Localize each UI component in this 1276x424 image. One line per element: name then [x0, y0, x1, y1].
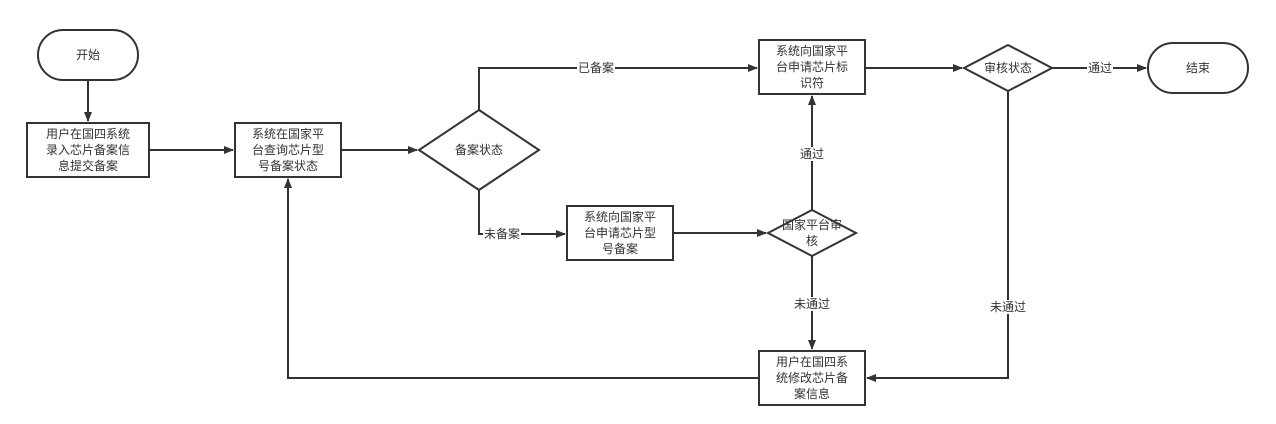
node-apply-identifier-process [758, 39, 866, 95]
edge-label: 未通过 [792, 297, 832, 311]
node-user-modify-process [758, 350, 866, 406]
edge-user_modify-to-query_status [284, 178, 759, 379]
edge-label: 通过 [798, 147, 826, 161]
edge-label: 已备案 [576, 61, 616, 75]
node-end-terminal [1147, 42, 1249, 94]
edge-label: 未通过 [988, 300, 1028, 314]
edge-record_status-to-apply_model_record [478, 190, 566, 238]
node-apply-model-record-process [566, 205, 674, 261]
node-platform-review-decision [765, 208, 859, 258]
node-start-terminal [37, 29, 139, 81]
node-user-submit-process [26, 122, 150, 178]
edge-record_status-to-apply_identifier [478, 64, 758, 110]
edge-label: 未备案 [482, 227, 522, 241]
edge-review_status-to-user_modify [866, 91, 1009, 382]
node-record-status-decision [417, 108, 541, 192]
node-query-status-process [234, 122, 342, 178]
edge-label: 通过 [1086, 61, 1114, 75]
node-review-status-decision [961, 43, 1055, 93]
